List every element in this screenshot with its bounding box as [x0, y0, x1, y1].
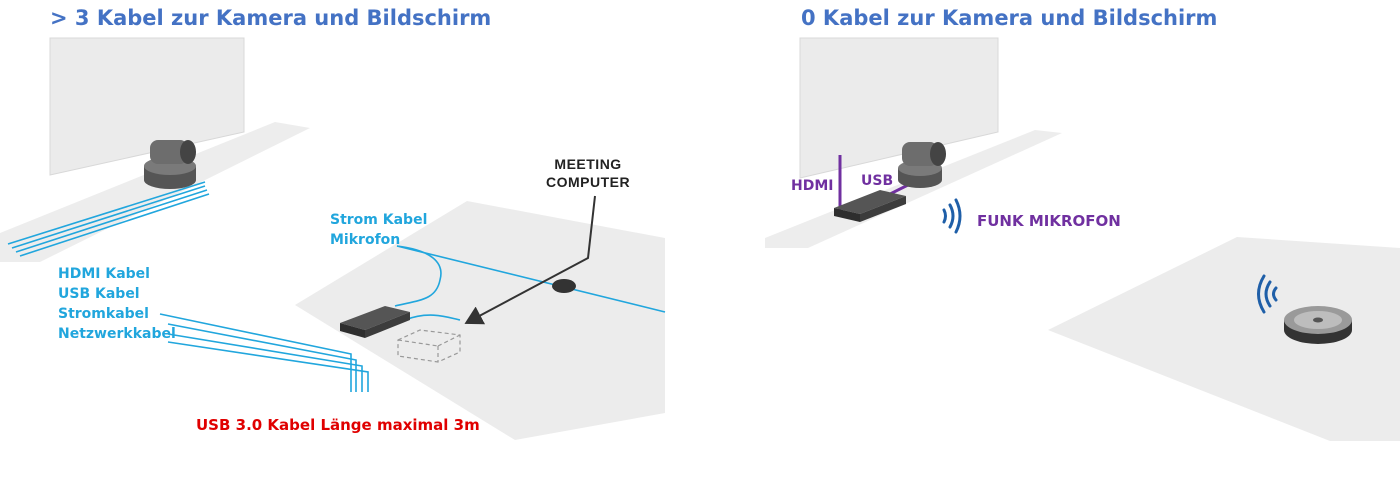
table-cable-item: Strom Kabel [330, 212, 428, 228]
table-cables-label: Strom Kabel Mikrofon [330, 210, 427, 250]
wireless-signal-icon [942, 198, 962, 234]
table-cable-item: Mikrofon [330, 232, 401, 248]
right-conference-table [1048, 237, 1400, 441]
wireless-microphone-label: FUNK MIKROFON [977, 212, 1121, 230]
left-scene [0, 37, 666, 440]
meeting-computer-arrow [464, 195, 596, 325]
usb-length-note: USB 3.0 Kabel Länge maximal 3m [196, 416, 480, 434]
right-computer-box-icon [834, 190, 906, 222]
meeting-computer-label: MEETING COMPUTER [546, 155, 630, 191]
microphone-puck-icon [1284, 306, 1352, 344]
usb-label: USB [861, 173, 894, 189]
computer-box-icon [340, 306, 410, 338]
dashed-box [397, 329, 461, 363]
meeting-computer-line2: COMPUTER [546, 174, 631, 190]
puck-wireless-signal-icon [1257, 274, 1278, 314]
left-title: > 3 Kabel zur Kamera und Bildschirm [50, 6, 492, 30]
right-title: 0 Kabel zur Kamera und Bildschirm [801, 6, 1218, 30]
wall-cables-label: HDMI Kabel USB Kabel Stromkabel Netzwerk… [58, 264, 176, 344]
display-wall [49, 37, 245, 176]
wall-cable-item: Netzwerkkabel [58, 326, 176, 342]
table-cable [394, 245, 666, 321]
wall-cables [7, 181, 210, 257]
wall-cable-item: USB Kabel [58, 286, 140, 302]
wall-cable-item: HDMI Kabel [58, 266, 150, 282]
table-microphone-icon [552, 279, 576, 293]
hdmi-label: HDMI [791, 178, 834, 194]
computer-cables [159, 313, 369, 392]
right-camera-icon [898, 142, 946, 188]
meeting-computer-line1: MEETING [554, 156, 622, 172]
wall-cable-item: Stromkabel [58, 306, 149, 322]
right-credenza-strip [765, 130, 1062, 248]
right-scene [765, 37, 1400, 441]
camera-icon [144, 140, 196, 189]
right-display-wall [799, 37, 999, 179]
